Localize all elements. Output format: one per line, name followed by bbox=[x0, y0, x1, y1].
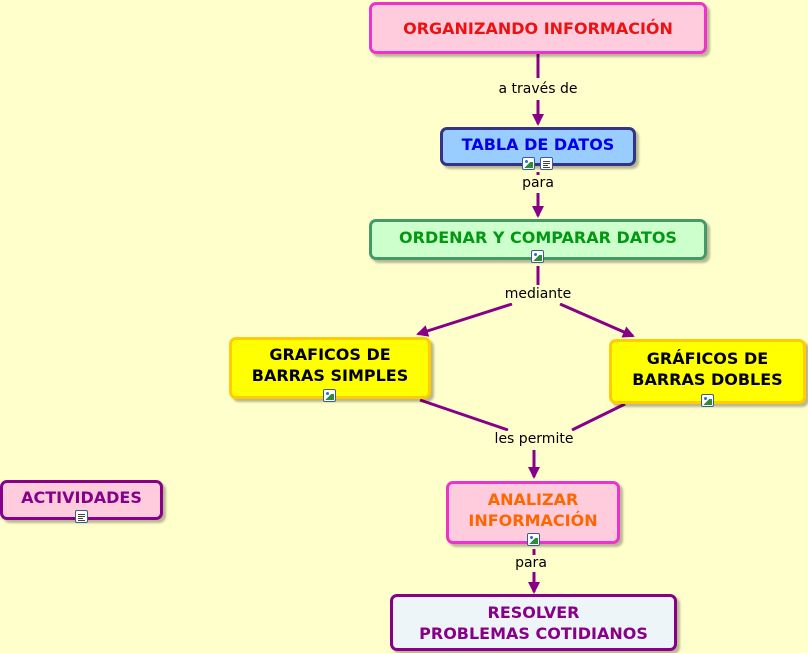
link-label-les-permite: les permite bbox=[491, 431, 577, 448]
concept-resolver-problemas-cotidianos[interactable]: RESOLVER PROBLEMAS COTIDIANOS bbox=[390, 594, 677, 651]
link-line-dobles-permite bbox=[571, 402, 626, 432]
image-resource-icon[interactable] bbox=[701, 394, 714, 407]
document-resource-icon[interactable] bbox=[75, 510, 88, 523]
document-resource-icon[interactable] bbox=[540, 157, 553, 170]
concept-organizando-informacion[interactable]: ORGANIZANDO INFORMACIÓN bbox=[369, 2, 707, 54]
concept-actividades[interactable]: ACTIVIDADES bbox=[0, 480, 163, 520]
link-line-mediante-simples bbox=[416, 302, 513, 337]
image-resource-icon[interactable] bbox=[531, 250, 544, 263]
image-resource-icon[interactable] bbox=[522, 157, 535, 170]
link-line-simples-permite bbox=[419, 398, 509, 432]
link-label-a-traves-de: a través de bbox=[495, 81, 581, 98]
link-line-mediante-dobles bbox=[559, 302, 635, 338]
image-resource-icon[interactable] bbox=[527, 533, 540, 546]
concept-tabla-de-datos[interactable]: TABLA DE DATOS bbox=[440, 127, 636, 166]
link-label-mediante: mediante bbox=[501, 286, 575, 303]
link-label-para-1: para bbox=[519, 175, 557, 192]
image-resource-icon[interactable] bbox=[323, 389, 336, 402]
link-label-para-2: para bbox=[512, 555, 550, 572]
